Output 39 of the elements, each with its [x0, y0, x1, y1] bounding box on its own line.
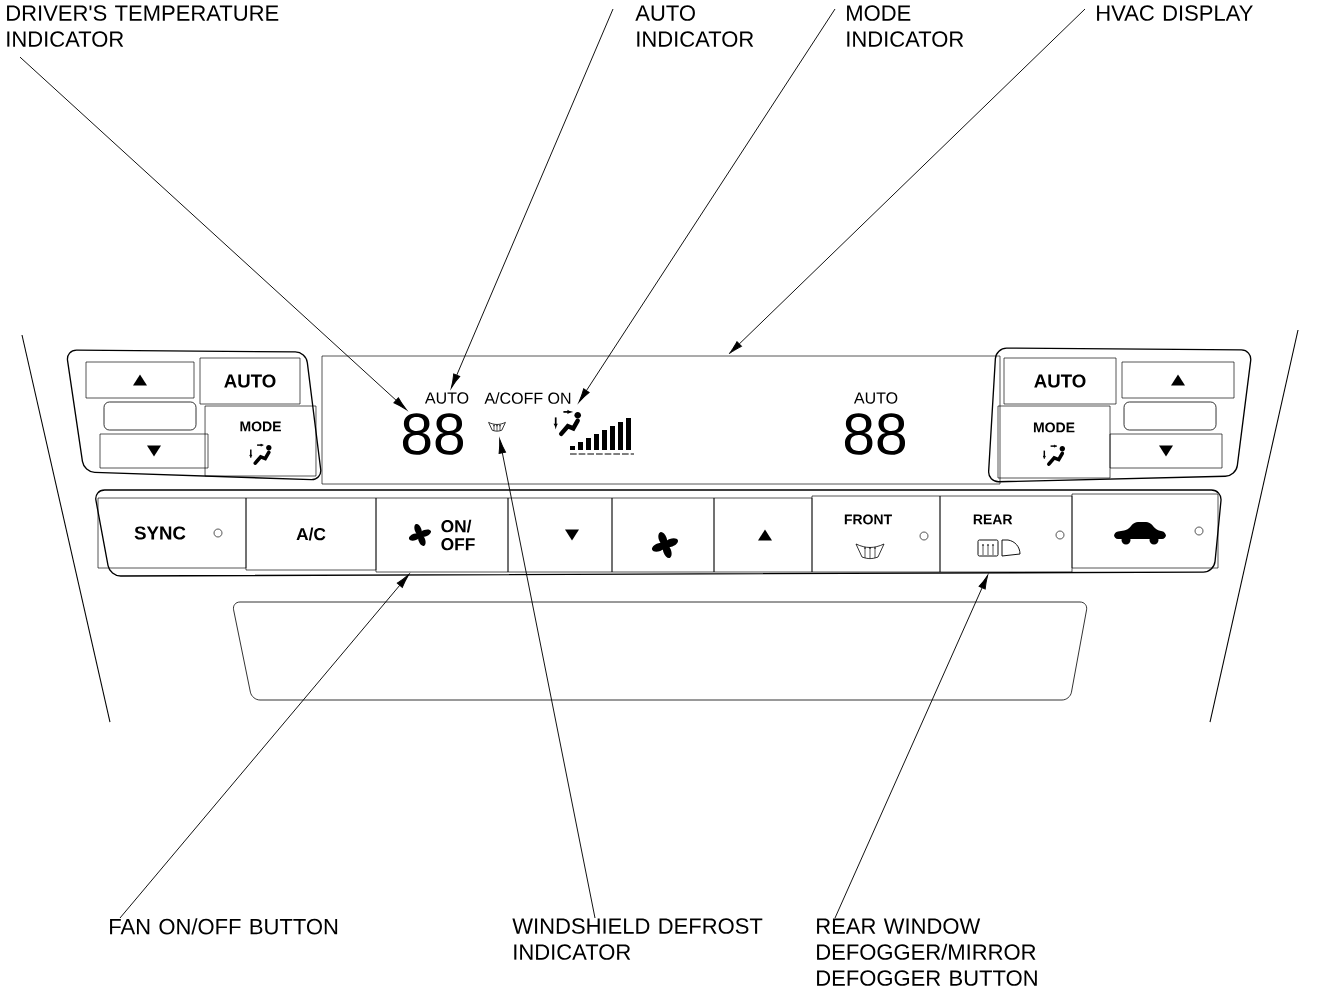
down-button [99, 433, 209, 469]
fan-up-button [713, 497, 813, 573]
callout-text: MODE INDICATOR [847, 5, 964, 47]
leader-line [578, 8, 836, 403]
callout-text: WINDSHIELD DEFROST INDICATOR [512, 918, 763, 960]
auto-button: AUTO [1003, 357, 1117, 405]
auto-indicator: AUTO [853, 392, 898, 404]
down-button [1109, 433, 1223, 469]
leader-line [728, 8, 1086, 354]
mode-button: MODE [204, 405, 317, 477]
leader-line [119, 574, 410, 919]
auto-button: AUTO [199, 357, 301, 405]
ac-button: A/C [245, 497, 377, 571]
up-button [1121, 361, 1235, 399]
callout-text: REAR WINDOW DEFOGGER/MIRROR DEFOGGER BUTTON [817, 918, 1037, 986]
mode-button: MODE [997, 405, 1111, 479]
defrost-icon [488, 422, 506, 432]
leader-line [19, 56, 407, 411]
rear-defrost-button: REAR [939, 495, 1073, 573]
up-button [85, 361, 195, 399]
callout-text: HVAC DISPLAY [1097, 5, 1253, 21]
display-label: A/COFF ON [484, 392, 571, 404]
callout-text: DRIVER'S TEMPERATURE INDICATOR [7, 5, 279, 47]
temperature-digits: 88 [402, 413, 464, 455]
mode-icon [553, 410, 581, 437]
callout-text: FAN ON/OFF BUTTON [110, 918, 338, 935]
fan-on-off-button: ON/ OFF [375, 497, 509, 573]
leader-line [498, 438, 596, 919]
sync-button: SYNC [97, 497, 247, 569]
recirculation-button [1071, 493, 1219, 569]
hvac-display [321, 355, 1001, 485]
front-defrost-button: FRONT [811, 495, 941, 573]
temperature-digits: 88 [844, 413, 906, 455]
fan-down-button [507, 497, 613, 573]
leader-line [450, 8, 614, 389]
leader-line [834, 574, 989, 919]
callout-text: AUTO INDICATOR [635, 5, 754, 47]
auto-indicator: AUTO [424, 392, 469, 404]
fan-button [611, 497, 715, 573]
